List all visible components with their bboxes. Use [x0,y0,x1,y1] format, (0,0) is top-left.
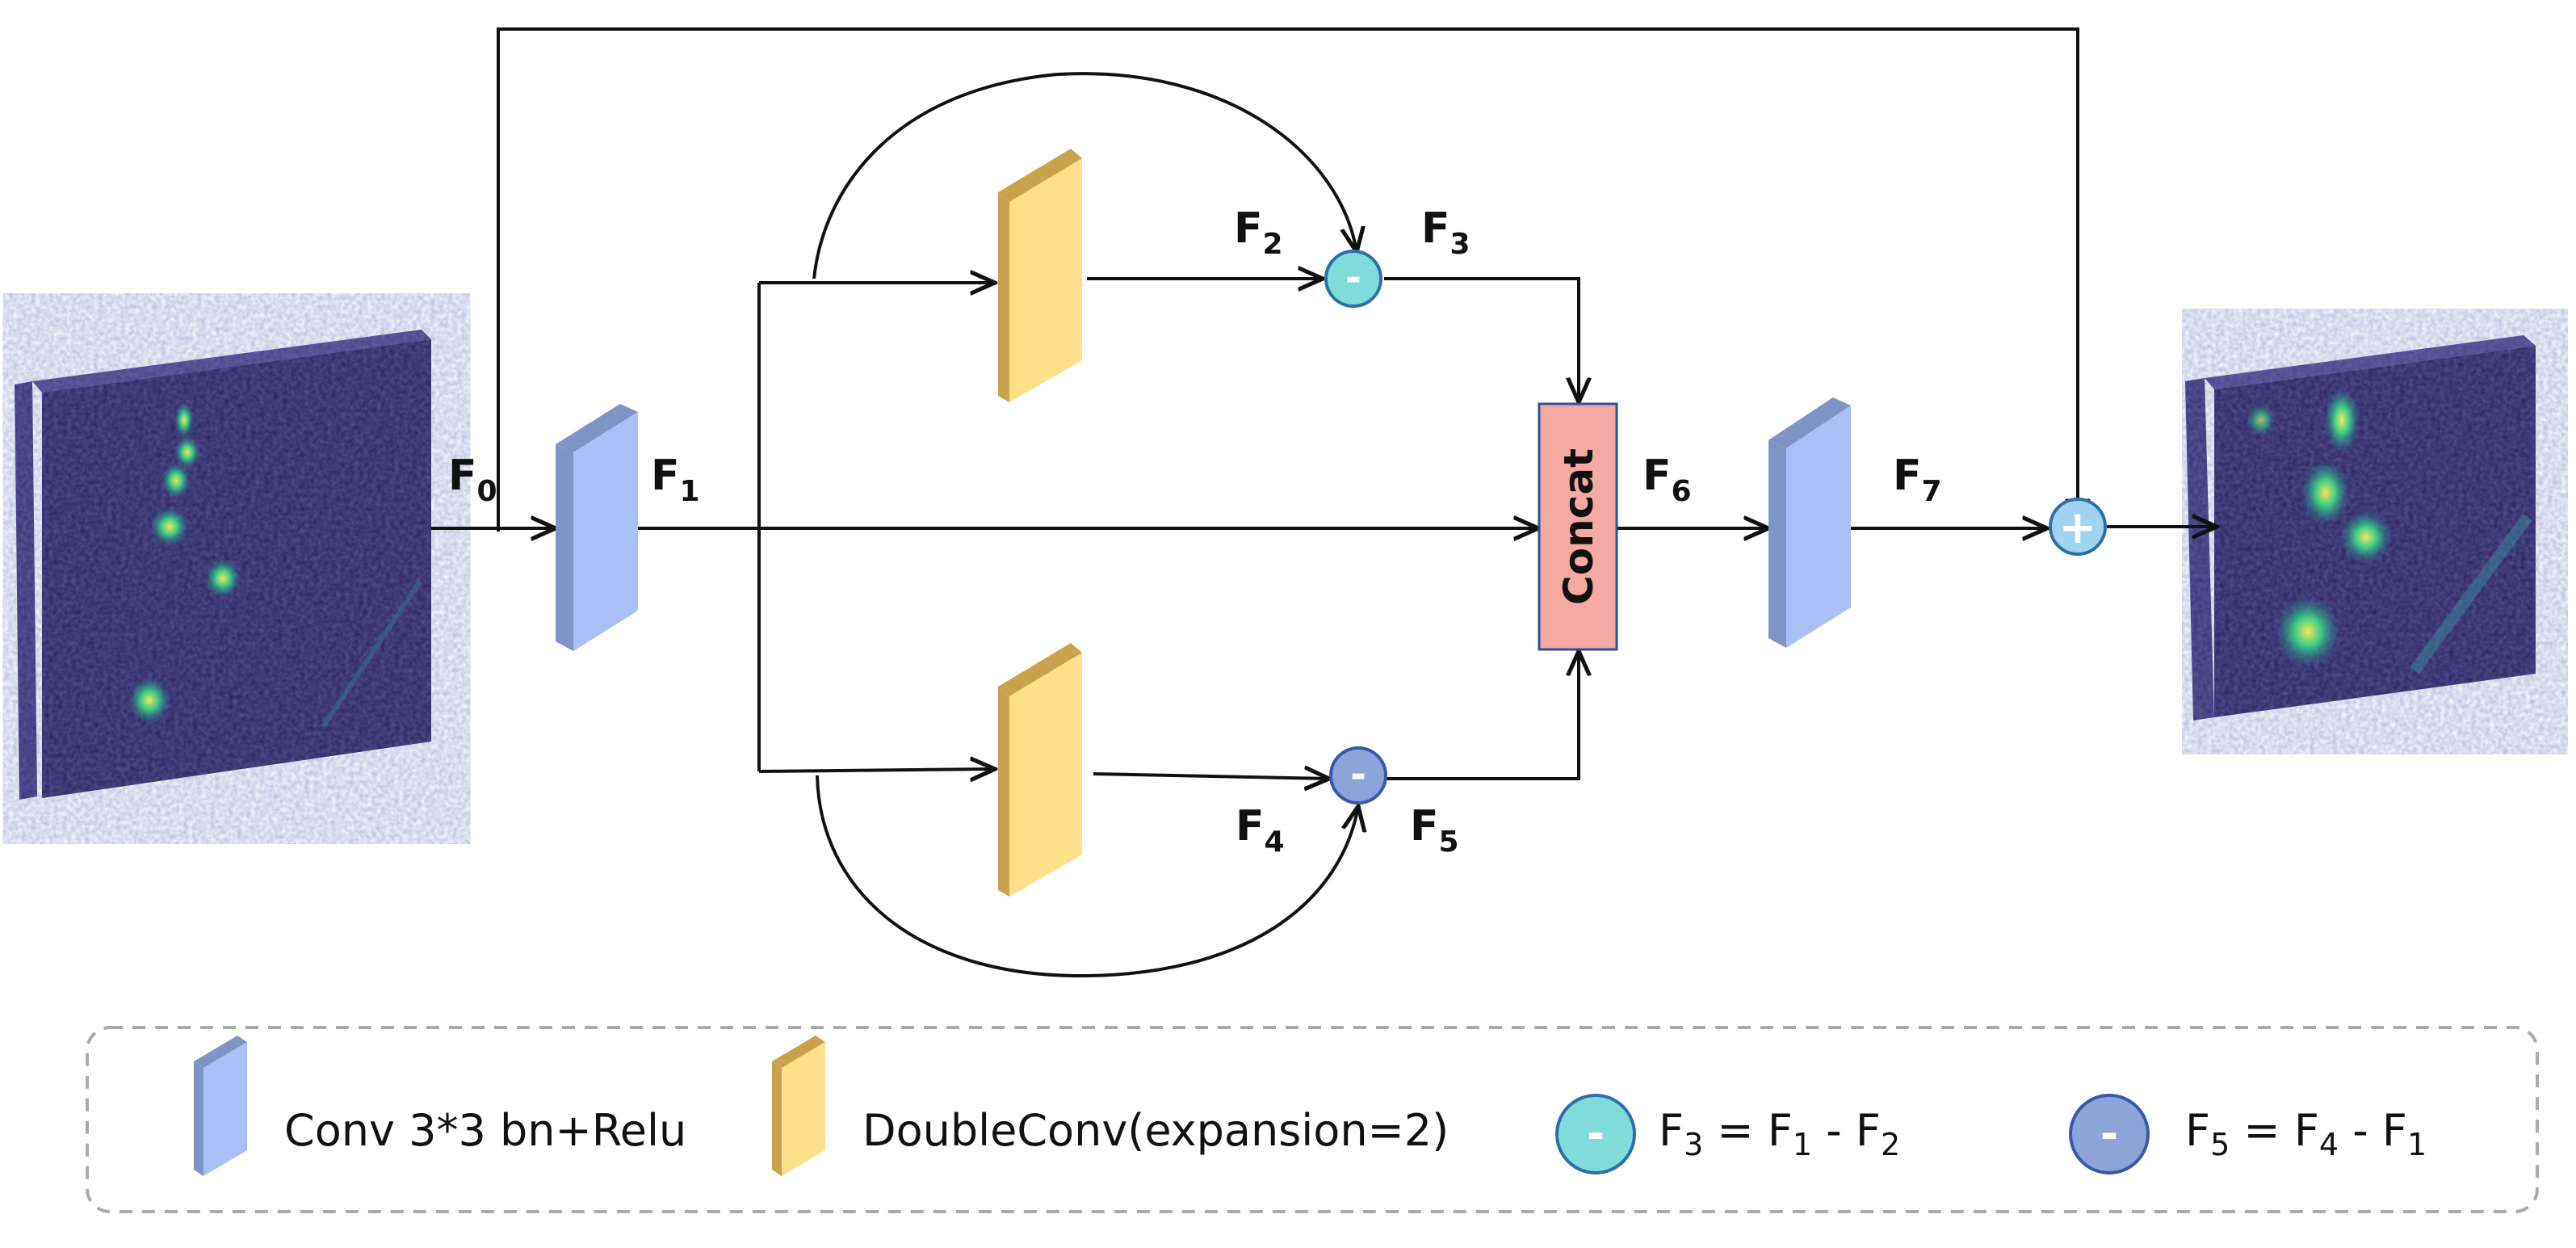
feature-map-output-image [2185,335,2536,721]
bottom-arc [816,775,1358,978]
conv-block-2 [1768,397,1851,648]
add-op: + [2049,498,2107,556]
subtract-op-top: - [1324,250,1382,308]
subtract-op-bottom: - [1329,746,1387,805]
concat-block: Concat [1538,402,1618,651]
legend-subtract-icon-2: - [2069,1094,2150,1174]
label-f1: F1 [651,452,700,508]
subtract-top-sign: - [1345,255,1361,300]
doubleconv-block-top [998,149,1082,402]
label-f7: F7 [1893,452,1942,508]
concat-label: Concat [1555,448,1602,605]
label-f6: F6 [1643,452,1692,508]
label-f4: F4 [1236,802,1285,859]
label-f5: F5 [1410,802,1459,859]
label-f2: F2 [1234,204,1283,261]
bottom-branch-arrow [758,769,995,771]
legend-conv-label: Conv 3*3 bn+Relu [284,1105,686,1156]
conv-block-1 [556,404,638,651]
skip-connection-line [497,27,2078,532]
doubleconv-block-bottom [998,643,1082,897]
feature-map-input-image [15,330,431,800]
legend-box [86,1026,2539,1213]
legend-subtract-icon-1: - [1555,1094,1636,1174]
legend-doubleconv-icon [772,1036,825,1176]
legend: Conv 3*3 bn+Relu DoubleConv(expansion=2)… [86,1026,2539,1213]
add-sign: + [2059,502,2097,554]
legend-doubleconv-label: DoubleConv(expansion=2) [862,1105,1449,1156]
legend-conv-icon [194,1036,247,1176]
label-f0: F0 [448,452,497,508]
legend-subtract-sign-2: - [2100,1108,2118,1159]
f3-arrow [1384,277,1579,402]
f5-arrow [1386,651,1579,780]
legend-subtract-sign-1: - [1587,1108,1605,1159]
legend-subtract-eq-2: F5 = F4 - F1 [2185,1105,2427,1162]
legend-subtract-eq-1: F3 = F1 - F2 [1659,1105,1900,1162]
label-f3: F3 [1421,204,1471,261]
top-arc [812,72,1357,279]
f4-arrow [1093,774,1329,779]
subtract-bottom-sign: - [1350,752,1366,797]
